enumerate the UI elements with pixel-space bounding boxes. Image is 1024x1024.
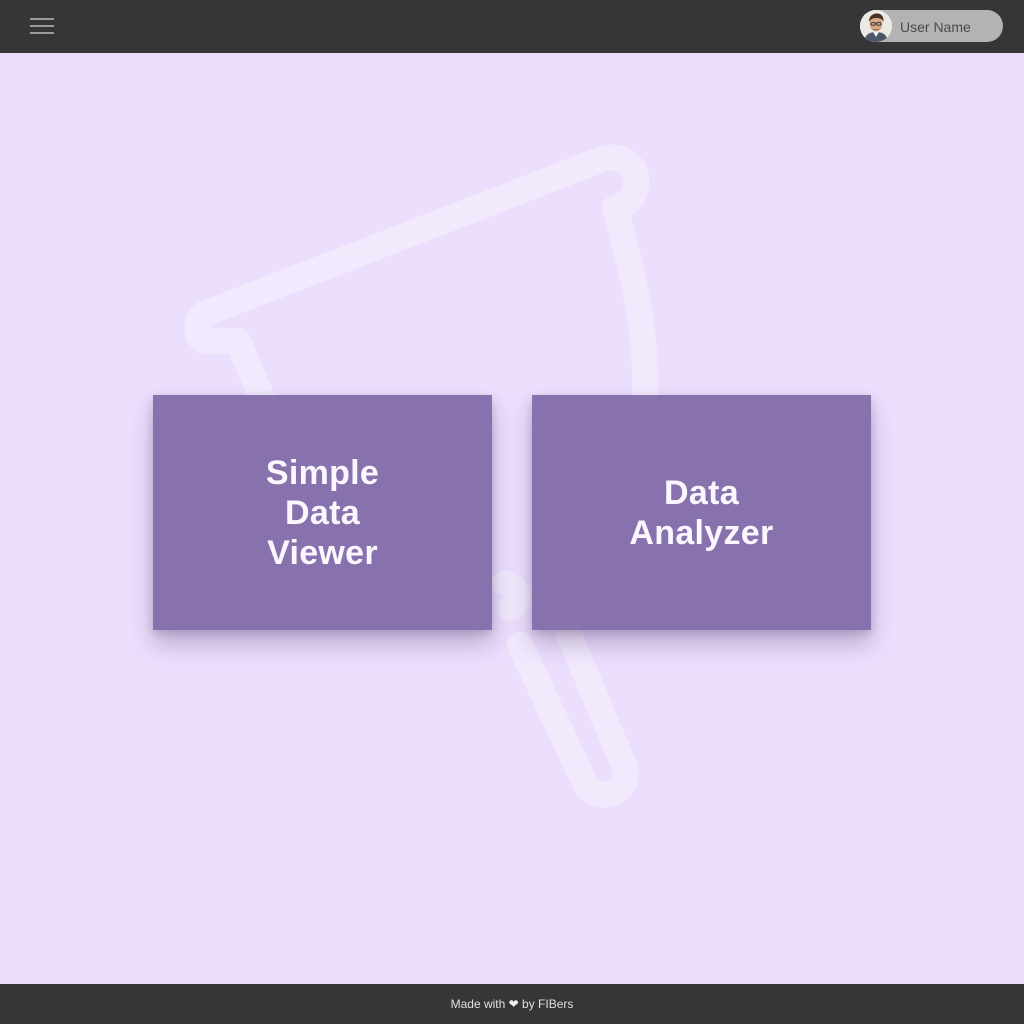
user-avatar-icon xyxy=(860,10,892,42)
menu-line xyxy=(30,32,54,34)
card-title-line: Analyzer xyxy=(629,513,774,552)
footer: Made with ❤ by FIBers xyxy=(0,984,1024,1024)
user-name-label: User Name xyxy=(900,19,971,35)
hamburger-menu-icon[interactable] xyxy=(26,12,58,40)
card-title-line: Data xyxy=(664,473,739,512)
top-app-bar: User Name xyxy=(0,0,1024,53)
card-title: Data Analyzer xyxy=(629,473,773,553)
footer-by: by FIBers xyxy=(522,997,574,1011)
card-title: Simple Data Viewer xyxy=(266,453,379,573)
simple-data-viewer-card[interactable]: Simple Data Viewer xyxy=(153,395,492,630)
avatar xyxy=(860,10,892,42)
heart-icon: ❤ xyxy=(508,997,519,1011)
menu-line xyxy=(30,25,54,27)
card-title-line: Data xyxy=(285,493,360,532)
user-menu-button[interactable]: User Name xyxy=(860,10,1003,42)
data-analyzer-card[interactable]: Data Analyzer xyxy=(532,395,871,630)
footer-made-with: Made with xyxy=(450,997,506,1011)
card-title-line: Viewer xyxy=(267,533,378,572)
menu-line xyxy=(30,18,54,20)
card-title-line: Simple xyxy=(265,453,380,492)
